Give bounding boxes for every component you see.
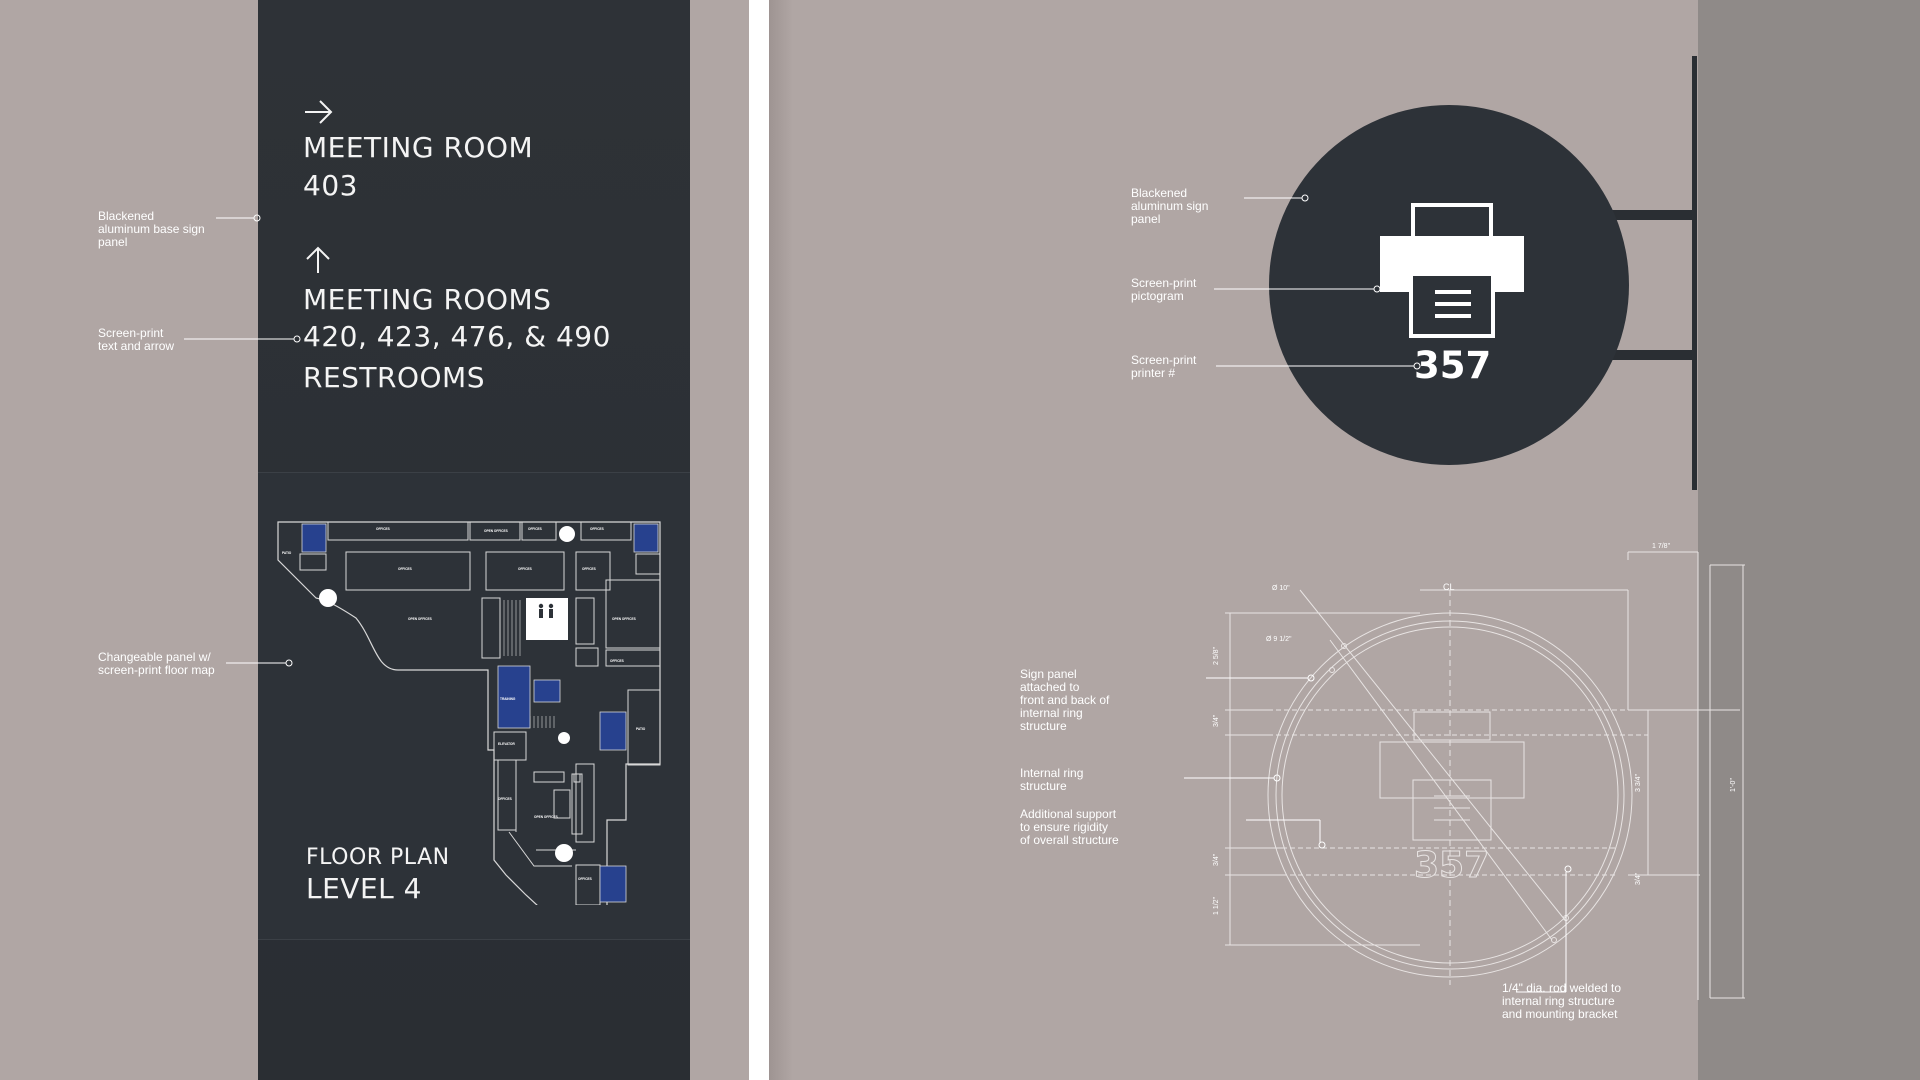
svg-text:OFFICES: OFFICES <box>578 877 592 881</box>
meeting-room-block <box>599 865 627 903</box>
svg-text:OPEN OFFICES: OPEN OFFICES <box>534 815 558 819</box>
printer-icon <box>1380 203 1524 338</box>
dia-outer-label: Ø 10" <box>1272 585 1290 592</box>
svg-text:PATIO: PATIO <box>282 551 292 555</box>
concrete-wall <box>1698 0 1920 1080</box>
dia-inner-label: Ø 9 1/2" <box>1266 636 1292 643</box>
arrow-right-icon <box>305 100 333 124</box>
svg-text:OFFICES: OFFICES <box>376 527 390 531</box>
wall-mount-plate <box>1692 56 1697 490</box>
floor-plan-label: FLOOR PLAN <box>306 845 450 870</box>
sign-bracket-bottom <box>1600 350 1694 360</box>
svg-text:TRAINING: TRAINING <box>500 697 516 701</box>
white-divider <box>749 0 769 1080</box>
svg-text:ELEVATOR: ELEVATOR <box>498 742 516 746</box>
svg-text:OPEN OFFICES: OPEN OFFICES <box>408 617 432 621</box>
left-sign-lower-panel <box>258 472 690 940</box>
svg-text:OFFICES: OFFICES <box>610 659 624 663</box>
left-leader-lines <box>184 214 301 667</box>
svg-text:OPEN OFFICES: OPEN OFFICES <box>612 617 636 621</box>
svg-text:PATIO: PATIO <box>636 727 646 731</box>
meeting-rooms-numbers: 420, 423, 476, & 490 <box>303 320 611 353</box>
dim-left-1: 2 5/8" <box>1213 646 1220 665</box>
svg-text:OFFICES: OFFICES <box>398 567 412 571</box>
arrow-up-icon <box>306 246 330 273</box>
meeting-room-block <box>533 679 561 703</box>
meeting-room-block <box>599 711 627 751</box>
dim-right-2: 3/4" <box>1635 872 1642 885</box>
svg-text:OPEN OFFICES: OPEN OFFICES <box>484 529 508 533</box>
dim-top-width: 1 7/8" <box>1652 543 1671 550</box>
dim-left-3: 3/4" <box>1213 853 1220 866</box>
restroom-block <box>526 598 568 640</box>
dim-far-right: 1'-0" <box>1730 778 1737 792</box>
printer-number: 357 <box>1414 344 1492 387</box>
svg-text:OFFICES: OFFICES <box>518 567 532 571</box>
meeting-room-block <box>301 523 327 553</box>
svg-text:OFFICES: OFFICES <box>528 527 542 531</box>
svg-text:OFFICES: OFFICES <box>582 567 596 571</box>
svg-text:OFFICES: OFFICES <box>590 527 604 531</box>
meeting-rooms-label: MEETING ROOMS <box>303 283 552 316</box>
dim-left-2: 3/4" <box>1213 714 1220 727</box>
drawing-number: 357 <box>1414 845 1489 886</box>
meeting-room-number: 403 <box>303 169 358 202</box>
right-leader-lines <box>1184 194 1572 993</box>
technical-drawing: CL Ø 10" Ø 9 1/2" 1 7/8" 2 5/8" 3/4" 3/4… <box>1213 543 1745 1000</box>
meeting-room-label: MEETING ROOM <box>303 131 534 164</box>
restrooms-label: RESTROOMS <box>303 361 485 394</box>
meeting-room-block <box>497 665 531 729</box>
sign-bracket-top <box>1600 210 1694 220</box>
centerline-label: CL <box>1443 582 1455 592</box>
floor-plan-map: OFFICES OPEN OFFICES OFFICES OFFICES OFF… <box>277 521 661 905</box>
meeting-room-block <box>633 523 659 553</box>
level-label: LEVEL 4 <box>306 872 422 905</box>
callout-changeable-panel: Changeable panel w/screen-print floor ma… <box>98 650 215 677</box>
dim-right-1: 3 3/4" <box>1635 773 1642 792</box>
divider-shadow <box>769 0 793 1080</box>
dim-left-4: 1 1/2" <box>1213 896 1220 915</box>
svg-text:OFFICES: OFFICES <box>498 797 512 801</box>
